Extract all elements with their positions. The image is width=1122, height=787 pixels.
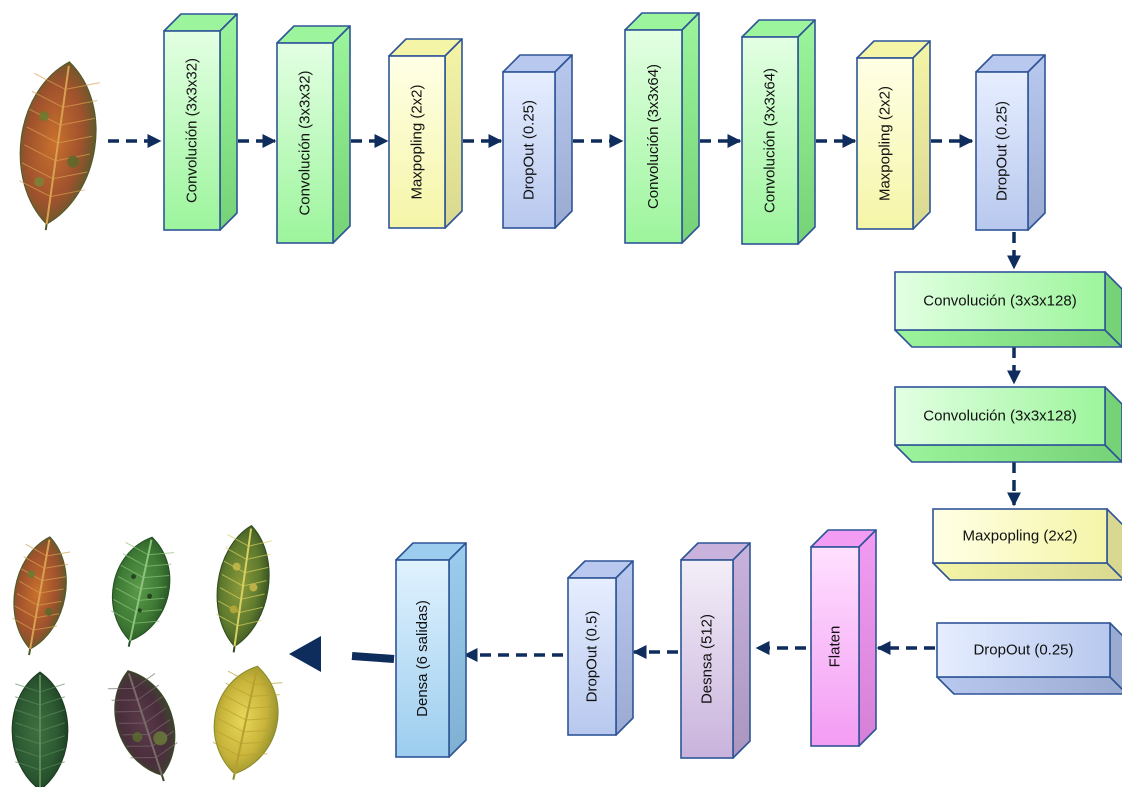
layer-conv3: Convolución (3x3x64) xyxy=(624,12,700,244)
layer-conv6: Convolución (3x3x128) xyxy=(894,386,1122,463)
layer-maxpool3: Maxpopling (2x2) xyxy=(932,508,1122,581)
layer-blocks: Convolución (3x3x32) Convolución (3x3x32)… xyxy=(163,12,1122,759)
output-leaf-1 xyxy=(12,536,71,656)
layer-label: Convolución (3x3x128) xyxy=(923,293,1076,310)
layer-label: Maxpopling (2x2) xyxy=(409,84,426,199)
layer-label: Flaten xyxy=(827,626,844,668)
output-leaf-5 xyxy=(107,670,178,782)
layer-conv5: Convolución (3x3x128) xyxy=(894,271,1122,348)
layer-dense512: Desnsa (512) xyxy=(680,542,751,759)
layer-label: DropOut (0.25) xyxy=(521,100,538,200)
layer-dropout4: DropOut (0.5) xyxy=(567,560,634,736)
layer-dense-out: Densa (6 salidas) xyxy=(395,542,467,758)
layer-maxpool2: Maxpopling (2x2) xyxy=(856,40,931,230)
layer-label: Convolución (3x3x64) xyxy=(645,64,662,209)
layer-label: DropOut (0.25) xyxy=(994,101,1011,201)
layer-conv1: Convolución (3x3x32) xyxy=(163,13,238,231)
layer-label: DropOut (0.25) xyxy=(973,642,1073,659)
output-leaf-4 xyxy=(11,671,69,787)
output-arrow-head xyxy=(289,636,321,672)
layer-label: DropOut (0.5) xyxy=(584,611,601,703)
layer-conv4: Convolución (3x3x64) xyxy=(741,19,816,245)
layer-conv2: Convolución (3x3x32) xyxy=(276,25,351,244)
connector-arrows xyxy=(108,134,1021,672)
output-leaf-6 xyxy=(212,665,283,780)
input-leaf-image xyxy=(19,61,100,231)
layer-flatten: Flaten xyxy=(810,529,877,747)
layer-label: Desnsa (512) xyxy=(699,614,716,704)
output-leaf-2 xyxy=(110,536,175,647)
layer-dropout1: DropOut (0.25) xyxy=(502,54,573,229)
layer-dropout2: DropOut (0.25) xyxy=(975,54,1046,231)
layer-label: Densa (6 salidas) xyxy=(414,600,431,717)
output-leaf-3 xyxy=(216,524,273,653)
layer-dropout3: DropOut (0.25) xyxy=(936,622,1122,695)
layer-label: Maxpopling (2x2) xyxy=(877,86,894,201)
layer-label: Convolución (3x3x64) xyxy=(762,68,779,213)
layer-label: Convolución (3x3x32) xyxy=(184,58,201,203)
layer-label: Maxpopling (2x2) xyxy=(962,528,1077,545)
layer-label: Convolución (3x3x128) xyxy=(923,408,1076,425)
leaf-images xyxy=(11,61,283,787)
layer-maxpool1: Maxpopling (2x2) xyxy=(388,38,463,229)
output-arrow-shaft xyxy=(351,652,395,663)
layer-label: Convolución (3x3x32) xyxy=(297,70,314,215)
